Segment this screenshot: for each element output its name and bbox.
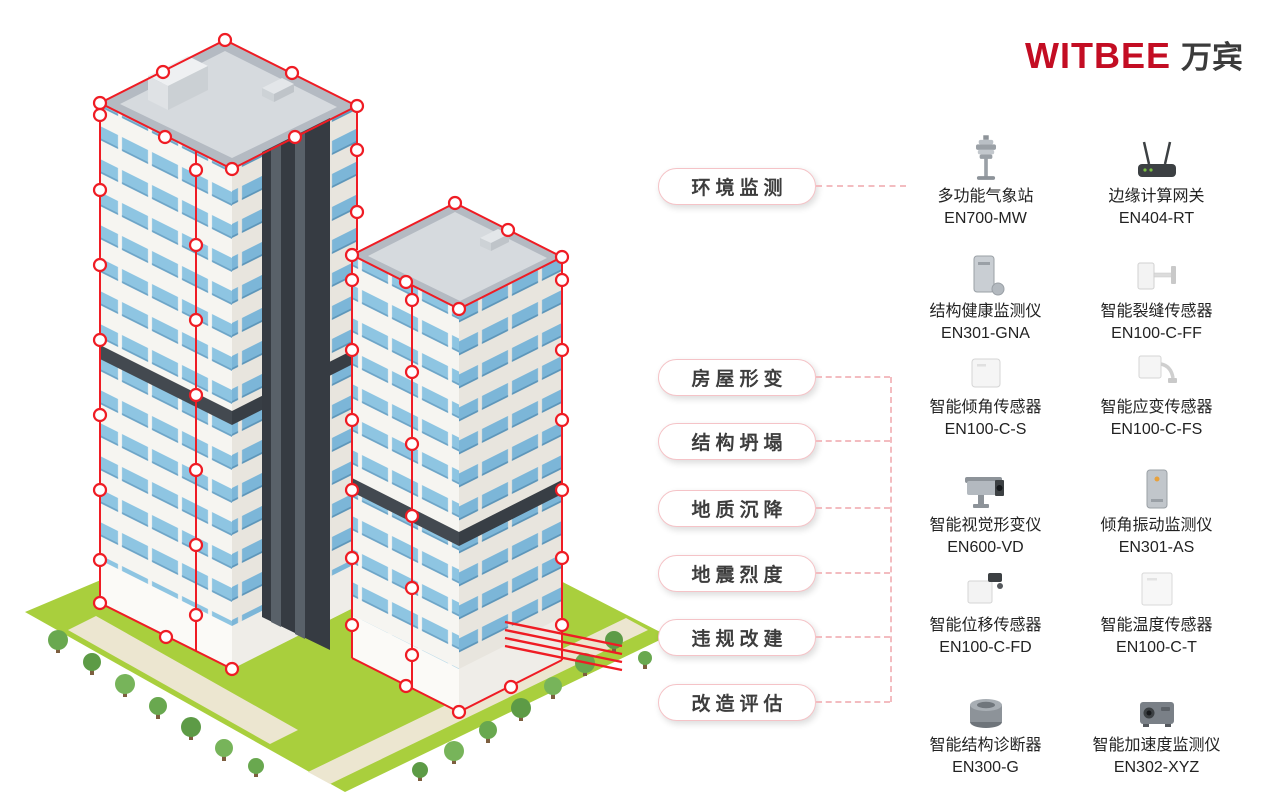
- product-card: 结构健康监测仪 EN301-GNA: [900, 245, 1071, 345]
- structure-diagnoser-icon: [969, 699, 1002, 728]
- connector-dashed-line: [816, 636, 890, 638]
- product-row: 智能倾角传感器 EN100-C-S 智能应变传感器 EN100-C-FS: [900, 341, 1242, 441]
- connector-dashed-line: [816, 507, 890, 509]
- product-name: 智能结构诊断器: [929, 737, 1042, 754]
- tilt-vibration-monitor-icon: [1146, 469, 1167, 509]
- product-row: 智能视觉形变仪 EN600-VD 倾角振动监测仪 EN301-AS: [900, 459, 1242, 559]
- category-pill-structure-collapse[interactable]: 结构坍塌: [658, 423, 816, 460]
- connector-dashed-line: [816, 440, 890, 442]
- product-name: 倾角振动监测仪: [1100, 517, 1213, 534]
- displacement-sensor-icon: [967, 573, 1003, 604]
- product-model: EN301-GNA: [941, 325, 1030, 342]
- logo-brand-cn: 万宾: [1181, 40, 1243, 75]
- product-card: 智能加速度监测仪 EN302-XYZ: [1071, 679, 1242, 779]
- product-row: 智能位移传感器 EN100-C-FD 智能温度传感器 EN100-C-T: [900, 559, 1242, 659]
- strain-sensor-icon: [1138, 355, 1177, 383]
- connector-dashed-line: [816, 572, 890, 574]
- product-name: 智能视觉形变仪: [929, 517, 1042, 534]
- vision-camera-icon: [964, 477, 1004, 508]
- building-illustration: [25, 32, 668, 792]
- product-card: 智能位移传感器 EN100-C-FD: [900, 559, 1071, 659]
- elevator-core: [262, 118, 330, 650]
- product-name: 智能加速度监测仪: [1092, 737, 1221, 754]
- temperature-sensor-icon: [1141, 572, 1172, 606]
- category-pill-building-deformation[interactable]: 房屋形变: [658, 359, 816, 396]
- product-name: 智能应变传感器: [1100, 399, 1213, 416]
- product-model: EN302-XYZ: [1113, 759, 1200, 776]
- connector-dashed-line: [816, 701, 890, 703]
- connector-dashed-line: [816, 376, 890, 378]
- product-name: 智能裂缝传感器: [1100, 303, 1213, 320]
- product-card: 智能裂缝传感器 EN100-C-FF: [1071, 245, 1242, 345]
- product-row: 智能结构诊断器 EN300-G 智能加速度监测仪 EN302-XYZ: [900, 679, 1242, 779]
- product-card: 倾角振动监测仪 EN301-AS: [1071, 459, 1242, 559]
- product-model: EN100-C-T: [1116, 639, 1197, 656]
- product-card: 智能结构诊断器 EN300-G: [900, 679, 1071, 779]
- product-model: EN100-C-FD: [939, 639, 1032, 656]
- connector-dashed-trunk: [890, 377, 892, 702]
- structural-health-monitor-icon: [973, 255, 1004, 296]
- product-model: EN404-RT: [1118, 210, 1195, 227]
- product-model: EN100-C-S: [944, 421, 1027, 438]
- product-card: 智能视觉形变仪 EN600-VD: [900, 459, 1071, 559]
- product-card: 智能温度传感器 EN100-C-T: [1071, 559, 1242, 659]
- connector-dashed-line: [816, 185, 906, 187]
- logo-brand-en: WITBEE: [1025, 35, 1171, 76]
- product-card: 智能倾角传感器 EN100-C-S: [900, 341, 1071, 441]
- category-pill-earthquake-intensity[interactable]: 地震烈度: [658, 555, 816, 592]
- product-card: 边缘计算网关 EN404-RT: [1071, 130, 1242, 230]
- product-model: EN600-VD: [947, 539, 1024, 556]
- category-pill-renovation-assessment[interactable]: 改造评估: [658, 684, 816, 721]
- gateway-router-icon: [1137, 141, 1176, 177]
- product-card: 智能应变传感器 EN100-C-FS: [1071, 341, 1242, 441]
- tilt-sensor-icon: [971, 358, 1000, 388]
- product-model: EN100-C-FF: [1111, 325, 1202, 342]
- product-row: 结构健康监测仪 EN301-GNA 智能裂缝传感器 EN100-C-FF: [900, 245, 1242, 345]
- accelerometer-icon: [1139, 702, 1174, 727]
- product-model: EN301-AS: [1118, 539, 1195, 556]
- monitoring-points-overlay: [92, 32, 570, 720]
- category-pill-environment-monitoring[interactable]: 环境监测: [658, 168, 816, 205]
- category-pill-ground-subsidence[interactable]: 地质沉降: [658, 490, 816, 527]
- product-name: 边缘计算网关: [1108, 188, 1205, 205]
- product-row: 多功能气象站 EN700-MW 边缘计算网关 EN404-RT: [900, 130, 1242, 230]
- category-pill-illegal-modification[interactable]: 违规改建: [658, 619, 816, 656]
- product-name: 结构健康监测仪: [929, 303, 1042, 320]
- weather-station-icon: [975, 135, 996, 180]
- product-name: 智能位移传感器: [929, 617, 1042, 634]
- trees: [48, 630, 652, 781]
- logo: WITBEE 万宾: [1025, 32, 1243, 77]
- crack-sensor-icon: [1137, 262, 1176, 290]
- product-model: EN100-C-FS: [1110, 421, 1203, 438]
- product-name: 多功能气象站: [937, 188, 1034, 205]
- product-name: 智能温度传感器: [1100, 617, 1213, 634]
- product-model: EN700-MW: [944, 210, 1027, 227]
- product-card: 多功能气象站 EN700-MW: [900, 130, 1071, 230]
- right-tower: [352, 203, 562, 712]
- product-model: EN300-G: [952, 759, 1019, 776]
- product-name: 智能倾角传感器: [929, 399, 1042, 416]
